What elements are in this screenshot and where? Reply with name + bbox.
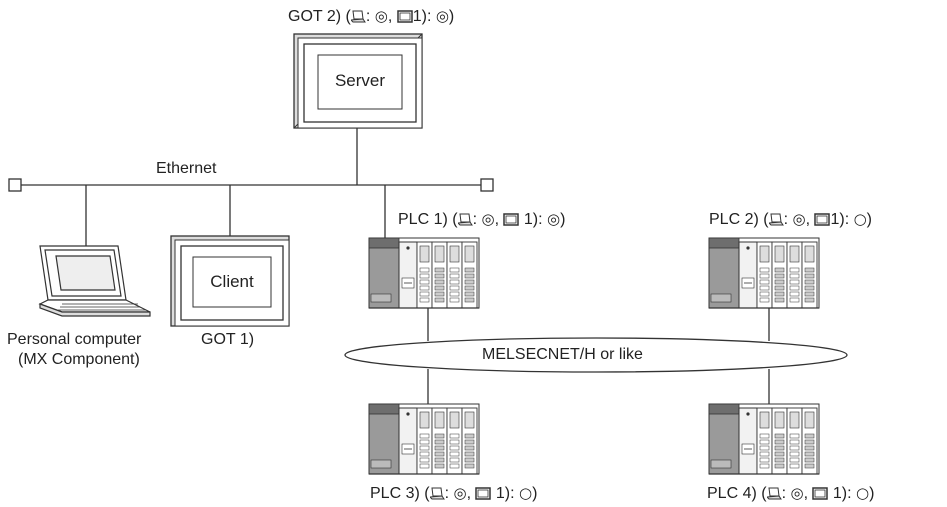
laptop-icon (765, 487, 782, 505)
plc3-name: PLC 3) (370, 485, 420, 502)
client-got-icon (170, 235, 290, 327)
plc1-got1-access: ◎ (547, 210, 561, 228)
plc4-name: PLC 4) (707, 485, 757, 502)
plc-unit-icon (368, 237, 480, 309)
plc4-pc-access: ◎ (790, 484, 804, 502)
plc4-got1-label: 1) (832, 485, 848, 502)
plc1-name: PLC 1) (398, 211, 448, 228)
plc1-caption: PLC 1) (: ◎, 1): ◎) (398, 210, 565, 231)
got-monitor-icon (396, 10, 413, 28)
server-got-name: GOT 2) (288, 8, 342, 25)
plc2-caption: PLC 2) (: ◎, 1): ○) (709, 210, 872, 231)
server-box-label: Server (334, 71, 386, 90)
plc2-pc-access: ◎ (792, 210, 806, 228)
client-box-label: Client (210, 272, 254, 291)
plc3-caption: PLC 3) (: ◎, 1): ○) (370, 484, 537, 505)
plc3-got1-label: 1) (495, 485, 511, 502)
pc-caption-line1: Personal computer (7, 331, 142, 348)
melsecnet-ring (344, 337, 848, 373)
plc-unit-icon (368, 403, 480, 475)
server-got-icon (293, 33, 423, 129)
got-monitor-icon (814, 213, 831, 231)
plc2-name: PLC 2) (709, 211, 759, 228)
laptop-icon (349, 10, 366, 28)
plc-unit-icon (708, 237, 820, 309)
server-pc-access: ◎ (374, 7, 388, 25)
laptop-icon (456, 213, 473, 231)
laptop-icon (38, 245, 151, 317)
server-got1-access: ◎ (435, 7, 449, 25)
got-monitor-icon (812, 487, 829, 505)
plc2-got1-label: 1) (830, 211, 845, 228)
terminator-icon (480, 178, 494, 192)
plc4-got1-access: ○ (856, 484, 870, 502)
plc4-caption: PLC 4) (: ◎, 1): ○) (707, 484, 874, 505)
laptop-icon (767, 213, 784, 231)
terminator-icon (8, 178, 22, 192)
melsecnet-label: MELSECNET/H or like (482, 346, 643, 363)
server-got1-label: 1) (412, 8, 427, 25)
server-got-caption: GOT 2) (: ◎, 1): ◎) (288, 7, 454, 28)
plc1-pc-access: ◎ (481, 210, 495, 228)
got-monitor-icon (475, 487, 492, 505)
plc1-got1-label: 1) (523, 211, 539, 228)
laptop-icon (428, 487, 445, 505)
plc-unit-icon (708, 403, 820, 475)
client-got-name: GOT 1) (201, 331, 255, 348)
ethernet-label: Ethernet (156, 160, 217, 177)
got-monitor-icon (503, 213, 520, 231)
plc2-got1-access: ○ (853, 210, 867, 228)
pc-caption-line2: (MX Component) (18, 351, 140, 368)
plc3-pc-access: ◎ (453, 484, 467, 502)
plc3-got1-access: ○ (519, 484, 533, 502)
